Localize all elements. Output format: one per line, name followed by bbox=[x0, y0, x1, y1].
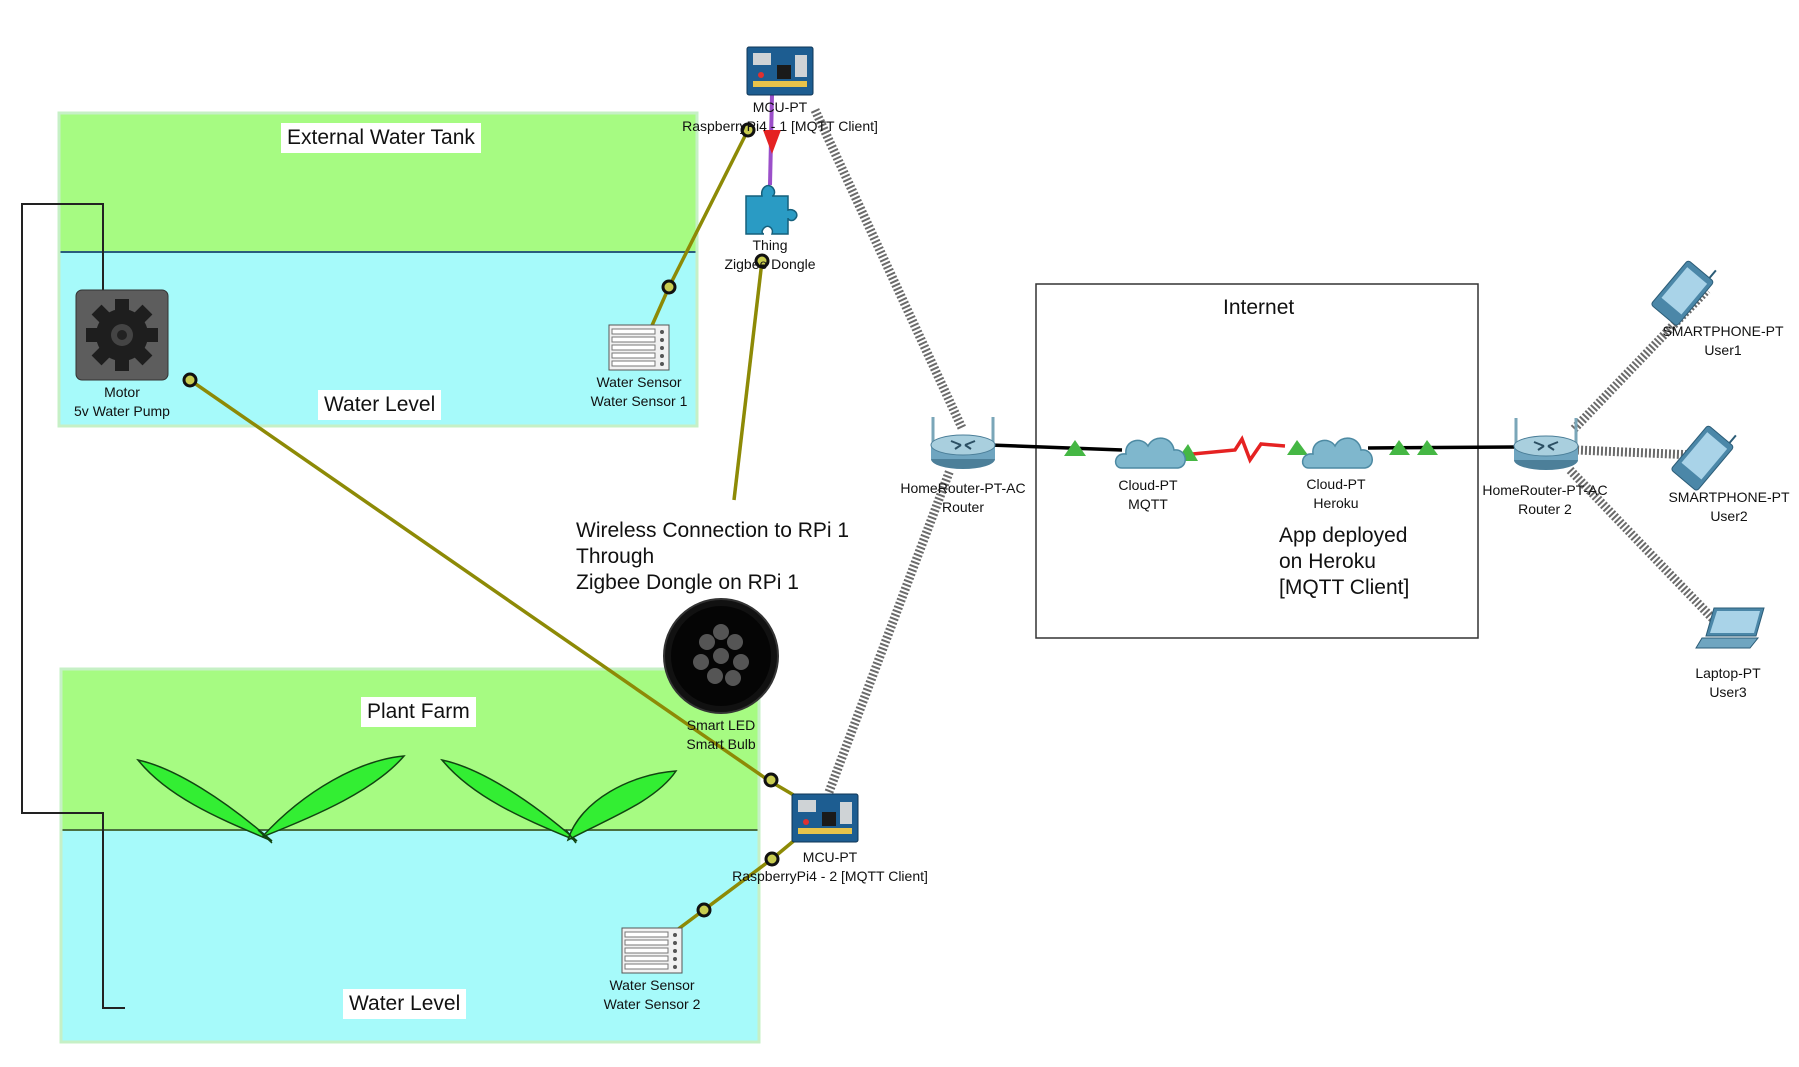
laptop-label: Laptop-PT User3 bbox=[1673, 664, 1783, 702]
iot-links bbox=[189, 129, 798, 932]
mcu-board-icon[interactable] bbox=[791, 793, 859, 843]
plant-farm-title: Plant Farm bbox=[361, 697, 476, 727]
device-type: MCU-PT bbox=[752, 99, 808, 115]
router1-label: HomeRouter-PT-AC Router bbox=[888, 479, 1038, 517]
red-arrow bbox=[763, 130, 781, 154]
sensor2-label: Water Sensor Water Sensor 2 bbox=[587, 976, 717, 1014]
phone2-label: SMARTPHONE-PT User2 bbox=[1659, 488, 1799, 526]
smartphone-icon[interactable] bbox=[1651, 252, 1721, 326]
note-line: [MQTT Client] bbox=[1279, 576, 1410, 599]
device-name: RaspberryPi4 - 2 [MQTT Client] bbox=[732, 868, 928, 884]
device-type: SMARTPHONE-PT bbox=[1668, 489, 1790, 505]
device-name: Smart Bulb bbox=[686, 736, 756, 752]
device-type: HomeRouter-PT-AC bbox=[1482, 482, 1608, 498]
note-line: Through bbox=[576, 545, 655, 568]
device-type: Water Sensor bbox=[609, 977, 695, 993]
device-type: Water Sensor bbox=[596, 374, 682, 390]
phone1-label: SMARTPHONE-PT User1 bbox=[1653, 322, 1793, 360]
router-icon[interactable] bbox=[930, 417, 996, 469]
note-line: on Heroku bbox=[1279, 550, 1376, 573]
cloud-heroku-label: Cloud-PT Heroku bbox=[1286, 475, 1386, 513]
note-line: App deployed bbox=[1279, 524, 1408, 547]
device-name: User3 bbox=[1709, 684, 1747, 700]
internet-area-title: Internet bbox=[1223, 296, 1295, 319]
cloud-mqtt-label: Cloud-PT MQTT bbox=[1098, 476, 1198, 514]
router-icon[interactable] bbox=[1513, 418, 1579, 470]
leaf-icon bbox=[440, 758, 578, 842]
external-water-tank-title: External Water Tank bbox=[281, 123, 481, 153]
device-type: Motor bbox=[104, 384, 140, 400]
leaf-icon bbox=[261, 755, 406, 838]
device-type: Cloud-PT bbox=[1118, 477, 1178, 493]
device-name: Water Sensor 2 bbox=[603, 996, 701, 1012]
motor-label: Motor 5v Water Pump bbox=[52, 383, 192, 421]
device-name: User2 bbox=[1710, 508, 1748, 524]
ethernet-link bbox=[989, 443, 1123, 452]
cloud-icon[interactable] bbox=[1301, 437, 1373, 469]
device-name: RaspberryPi4 - 1 [MQTT Client] bbox=[682, 118, 878, 134]
smart-bulb-icon[interactable] bbox=[663, 598, 779, 714]
plant-farm bbox=[59, 667, 761, 1044]
tank-water-level-label: Water Level bbox=[318, 390, 442, 420]
device-type: Thing bbox=[752, 237, 788, 253]
puzzle-thing-icon[interactable] bbox=[745, 184, 798, 235]
water-sensor-icon[interactable] bbox=[608, 324, 670, 371]
water-sensor-icon[interactable] bbox=[621, 927, 683, 974]
device-name: 5v Water Pump bbox=[74, 403, 170, 419]
leaf-icon bbox=[136, 758, 273, 842]
device-name: Router bbox=[941, 499, 985, 515]
bulb-label: Smart LED Smart Bulb bbox=[661, 716, 781, 754]
dongle-label: Thing Zigbee Dongle bbox=[700, 236, 840, 274]
device-name: Water Sensor 1 bbox=[590, 393, 688, 409]
sensor1-label: Water Sensor Water Sensor 1 bbox=[574, 373, 704, 411]
device-name: User1 bbox=[1704, 342, 1742, 358]
leaf-icon bbox=[566, 770, 678, 842]
smartphone-icon[interactable] bbox=[1671, 417, 1741, 491]
router2-label: HomeRouter-PT-AC Router 2 bbox=[1470, 481, 1620, 519]
device-type: Smart LED bbox=[686, 717, 756, 733]
device-name: Router 2 bbox=[1518, 501, 1572, 517]
device-type: Laptop-PT bbox=[1695, 665, 1761, 681]
cloud-icon[interactable] bbox=[1114, 437, 1186, 469]
device-type: HomeRouter-PT-AC bbox=[900, 480, 1026, 496]
device-type: MCU-PT bbox=[802, 849, 858, 865]
mcu-board-icon[interactable] bbox=[746, 46, 814, 96]
note-line: Zigbee Dongle on RPi 1 bbox=[576, 571, 799, 594]
ethernet-link bbox=[1367, 445, 1517, 450]
device-name: Zigbee Dongle bbox=[724, 256, 816, 272]
water-pipe bbox=[21, 203, 125, 1009]
note-line: Wireless Connection to RPi 1 bbox=[576, 519, 850, 542]
serial-link bbox=[1181, 435, 1286, 464]
heroku-app-note: App deployed on Heroku [MQTT Client] bbox=[1271, 521, 1418, 603]
device-name: MQTT bbox=[1128, 496, 1168, 512]
mcu2-label: MCU-PT RaspberryPi4 - 2 [MQTT Client] bbox=[720, 848, 940, 886]
wireless-connection-note: Wireless Connection to RPi 1 Through Zig… bbox=[568, 516, 858, 598]
link-endpoints bbox=[182, 122, 780, 918]
laptop-icon[interactable] bbox=[1695, 607, 1765, 649]
mcu1-label: MCU-PT RaspberryPi4 - 1 [MQTT Client] bbox=[680, 98, 880, 136]
device-name: Heroku bbox=[1313, 495, 1359, 511]
motor-gear-icon[interactable] bbox=[75, 289, 169, 381]
device-type: Cloud-PT bbox=[1306, 476, 1366, 492]
farm-water-level-label: Water Level bbox=[343, 989, 467, 1019]
device-type: SMARTPHONE-PT bbox=[1662, 323, 1784, 339]
